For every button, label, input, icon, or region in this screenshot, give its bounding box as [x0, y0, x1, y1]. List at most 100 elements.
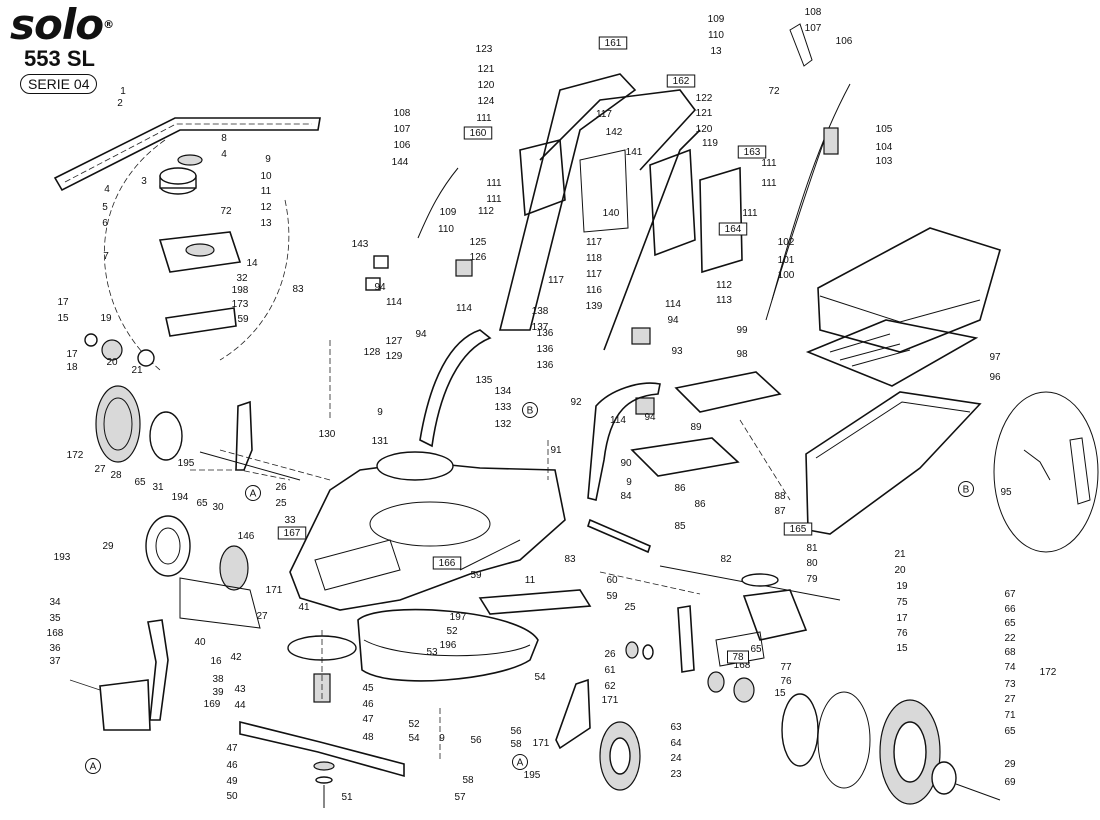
part-callout: 43	[234, 684, 246, 695]
brand-block: solo® 553 SL SERIE 04	[10, 4, 150, 94]
boxed-label: 166	[439, 558, 456, 569]
part-callout: 19	[896, 581, 908, 592]
part-callout: 49	[226, 776, 238, 787]
part-callout: 122	[696, 93, 713, 104]
part-callout: 42	[230, 652, 242, 663]
part-callout: 36	[49, 643, 61, 654]
axle-bar	[199, 451, 301, 481]
part-callout: 107	[394, 124, 411, 135]
part-callout: 90	[620, 458, 632, 469]
part-callout: 93	[671, 346, 683, 357]
part-callout: 134	[495, 386, 512, 397]
boxed-label: 162	[673, 76, 690, 87]
part-callout: 25	[624, 602, 636, 613]
part-callout: 34	[49, 597, 61, 608]
control-housing-left	[519, 138, 629, 233]
part-callout: 171	[533, 738, 550, 749]
part-callout: 117	[586, 269, 602, 280]
handle-upper	[498, 73, 701, 351]
part-callout: 109	[440, 207, 457, 218]
part-callout: 94	[667, 315, 679, 326]
part-callout: 20	[106, 357, 118, 368]
side-plate-35	[99, 679, 151, 731]
part-callout: 194	[172, 492, 189, 503]
spring-coil	[823, 127, 839, 155]
part-callout: 124	[478, 96, 495, 107]
part-callout: 85	[674, 521, 686, 532]
boxed-label: 163	[744, 147, 761, 158]
circled-label-ring	[245, 485, 261, 501]
part-callout: 41	[298, 602, 310, 613]
part-callout: 47	[226, 743, 238, 754]
part-callout: 94	[374, 282, 386, 293]
part-callout: 67	[1004, 589, 1016, 600]
handle-bar-92	[587, 382, 661, 501]
part-callout: 58	[462, 775, 474, 786]
part-callout: 114	[456, 303, 472, 314]
part-callout: 169	[204, 699, 221, 710]
part-callout: 69	[1004, 777, 1016, 788]
part-callout: 196	[440, 640, 457, 651]
part-callout: 28	[110, 470, 122, 481]
height-lever-right	[677, 605, 695, 673]
part-callout: 13	[710, 46, 722, 57]
part-callout: 193	[54, 552, 71, 563]
part-callout: 125	[470, 237, 487, 248]
part-callout: 111	[486, 194, 502, 205]
height-lever-left	[235, 400, 253, 471]
detail-b-lever	[1069, 437, 1091, 505]
gear-hardware-left	[84, 333, 155, 367]
registered-mark: ®	[103, 18, 114, 31]
circled-label: A	[517, 758, 524, 769]
part-callout: 91	[550, 445, 562, 456]
part-callout: 136	[537, 360, 554, 371]
part-callout: 40	[194, 637, 206, 648]
part-callout: 113	[716, 295, 732, 306]
part-callout: 103	[876, 156, 893, 167]
leader-curve-left	[103, 139, 166, 371]
model-name: 553 SL	[24, 46, 95, 71]
part-callout: 131	[372, 436, 389, 447]
detail-b-spring	[1023, 449, 1051, 481]
part-callout: 54	[534, 672, 546, 683]
part-callout: 27	[94, 464, 106, 475]
part-callout: 12	[260, 202, 272, 213]
part-callout: 15	[774, 688, 786, 699]
explosion-lines	[190, 340, 791, 760]
part-callout: 88	[774, 491, 786, 502]
part-callout: 120	[478, 80, 495, 91]
part-callout: 17	[896, 613, 908, 624]
grass-catcher-bag	[805, 227, 1001, 387]
part-callout: 117	[586, 237, 602, 248]
part-callout: 139	[586, 301, 603, 312]
part-callout: 52	[446, 626, 458, 637]
part-callout: 173	[232, 299, 249, 310]
part-callout: 23	[670, 769, 682, 780]
part-callout: 62	[604, 681, 616, 692]
part-callout: 25	[275, 498, 287, 509]
circled-label-ring	[522, 402, 538, 418]
part-callout: 195	[178, 458, 195, 469]
part-callout: 60	[606, 575, 618, 586]
axle-spacers	[625, 641, 755, 703]
side-plate-34	[147, 619, 169, 721]
circled-label-ring	[512, 754, 528, 770]
part-callout: 197	[450, 612, 467, 623]
boxed-label-frame	[666, 74, 696, 88]
part-callout: 31	[152, 482, 164, 493]
part-callout: 136	[537, 344, 554, 355]
part-callout: 37	[49, 656, 61, 667]
part-callout: 29	[102, 541, 114, 552]
part-callout: 111	[742, 208, 758, 219]
part-callout: 71	[1004, 710, 1016, 721]
part-callout: 68	[1004, 647, 1016, 658]
part-callout: 26	[604, 649, 616, 660]
leader-curve-right	[219, 199, 290, 361]
gearbox	[741, 573, 808, 641]
part-callout: 107	[805, 23, 822, 34]
part-callout: 120	[696, 124, 713, 135]
boxed-label: 167	[284, 528, 301, 539]
logo-text: solo	[10, 0, 104, 49]
part-callout: 56	[470, 735, 482, 746]
